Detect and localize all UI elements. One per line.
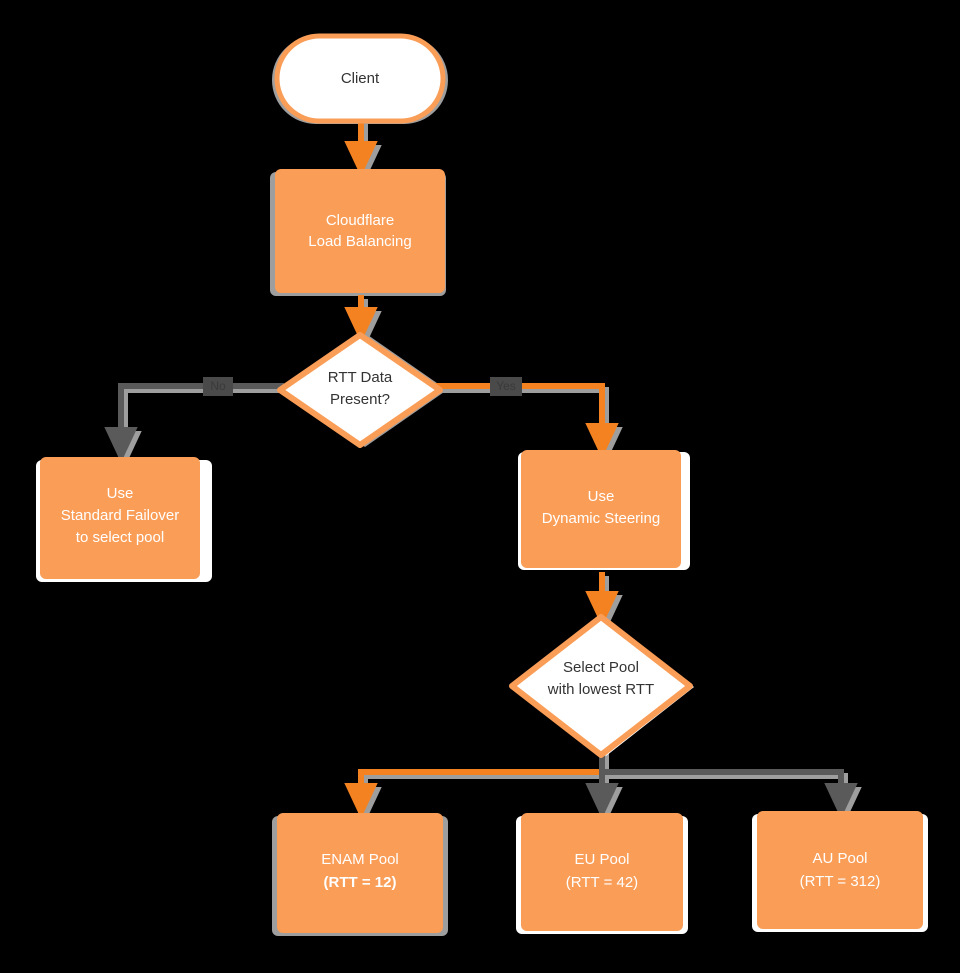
- node-standard-failover-label-line1: Use: [107, 485, 134, 502]
- node-cloudflare-load-balancing[interactable]: Cloudflare Load Balancing: [275, 169, 445, 293]
- node-au-pool-label-line1: AU Pool: [812, 850, 867, 867]
- node-select-pool-shape[interactable]: [509, 614, 693, 758]
- node-eu-pool-label-line1: EU Pool: [574, 851, 629, 868]
- edge-label-yes: Yes: [490, 377, 522, 396]
- node-clb-shape[interactable]: [275, 169, 445, 293]
- node-dynamic-steering-label-line2: Dynamic Steering: [542, 510, 660, 527]
- edge-shadow-rtt-dynamic: [438, 387, 623, 463]
- node-rtt-present-label-line1: RTT Data: [328, 369, 393, 386]
- node-client[interactable]: Client: [274, 33, 446, 124]
- edge-label-no-bg: [203, 377, 233, 396]
- node-clb-label-line2: Load Balancing: [308, 233, 411, 250]
- node-eu-pool-label-line2: (RTT = 42): [566, 874, 638, 891]
- edge-rtt-failover: [104, 383, 284, 463]
- node-rtt-data-present[interactable]: RTT Data Present?: [277, 332, 443, 448]
- node-standard-failover[interactable]: Use Standard Failover to select pool: [40, 457, 200, 579]
- node-enam-pool[interactable]: ENAM Pool (RTT = 12): [277, 813, 443, 933]
- node-eu-pool-shape[interactable]: [521, 813, 683, 931]
- node-client-shape[interactable]: [274, 33, 446, 124]
- edge-rtt-dynamic: [434, 383, 619, 459]
- node-enam-pool-label-line1: ENAM Pool: [321, 851, 399, 868]
- node-rtt-present-label-line2: Present?: [330, 391, 390, 408]
- edge-shadow-rtt-failover: [108, 387, 288, 467]
- node-dynamic-steering[interactable]: Use Dynamic Steering: [521, 450, 681, 568]
- node-au-pool-label-line2: (RTT = 312): [800, 873, 881, 890]
- node-dynamic-steering-label-line1: Use: [588, 488, 615, 505]
- node-enam-pool-shape[interactable]: [277, 813, 443, 933]
- edge-label-no: No: [203, 377, 233, 396]
- node-eu-pool[interactable]: EU Pool (RTT = 42): [521, 813, 683, 931]
- edge-select-au: [602, 769, 858, 819]
- edge-shadow-select-enam: [348, 748, 609, 823]
- edge-label-layer: No Yes: [203, 377, 522, 396]
- edge-shadow-layer: [108, 122, 862, 823]
- edge-label-no-text: No: [210, 379, 226, 393]
- node-enam-pool-label-line2: (RTT = 12): [324, 874, 397, 891]
- node-rtt-present-shape[interactable]: [277, 332, 443, 448]
- node-select-pool[interactable]: Select Pool with lowest RTT: [509, 614, 693, 758]
- node-standard-failover-label-line3: to select pool: [76, 529, 164, 546]
- node-standard-failover-shape[interactable]: [40, 457, 200, 579]
- node-standard-failover-label-line2: Standard Failover: [61, 507, 179, 524]
- node-dynamic-steering-shape[interactable]: [521, 450, 681, 568]
- edge-label-yes-text: Yes: [496, 379, 516, 393]
- node-au-pool[interactable]: AU Pool (RTT = 312): [757, 811, 923, 929]
- node-select-pool-label-line2: with lowest RTT: [547, 681, 654, 698]
- edge-label-yes-bg: [490, 377, 522, 396]
- node-au-pool-shape[interactable]: [757, 811, 923, 929]
- edge-layer: [104, 118, 858, 819]
- node-clb-label-line1: Cloudflare: [326, 212, 394, 229]
- node-client-label: Client: [341, 70, 380, 87]
- node-select-pool-label-line1: Select Pool: [563, 659, 639, 676]
